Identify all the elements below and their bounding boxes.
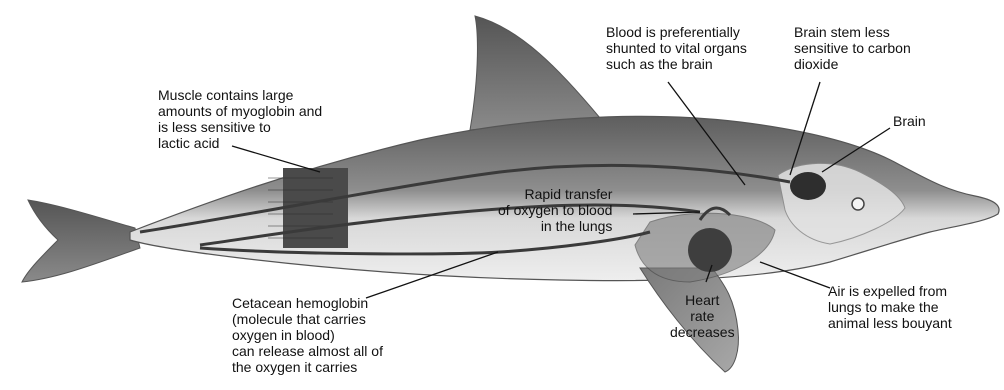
label-heart: Heart rate decreases [670, 292, 735, 340]
label-hemoglobin: Cetacean hemoglobin (molecule that carri… [232, 295, 383, 375]
label-brain: Brain [893, 113, 926, 129]
heart [688, 228, 732, 272]
muscle-block [283, 168, 348, 248]
dorsal-fin [470, 16, 600, 130]
label-muscle: Muscle contains large amounts of myoglob… [158, 87, 322, 151]
eye [852, 198, 864, 210]
label-air: Air is expelled from lungs to make the a… [828, 283, 952, 331]
brain-shape [790, 172, 826, 200]
tail-fluke [22, 200, 140, 282]
label-rapid-transfer: Rapid transfer of oxygen to blood in the… [498, 186, 612, 234]
label-blood-shunt: Blood is preferentially shunted to vital… [606, 24, 747, 72]
label-brain-stem: Brain stem less sensitive to carbon diox… [794, 24, 911, 72]
